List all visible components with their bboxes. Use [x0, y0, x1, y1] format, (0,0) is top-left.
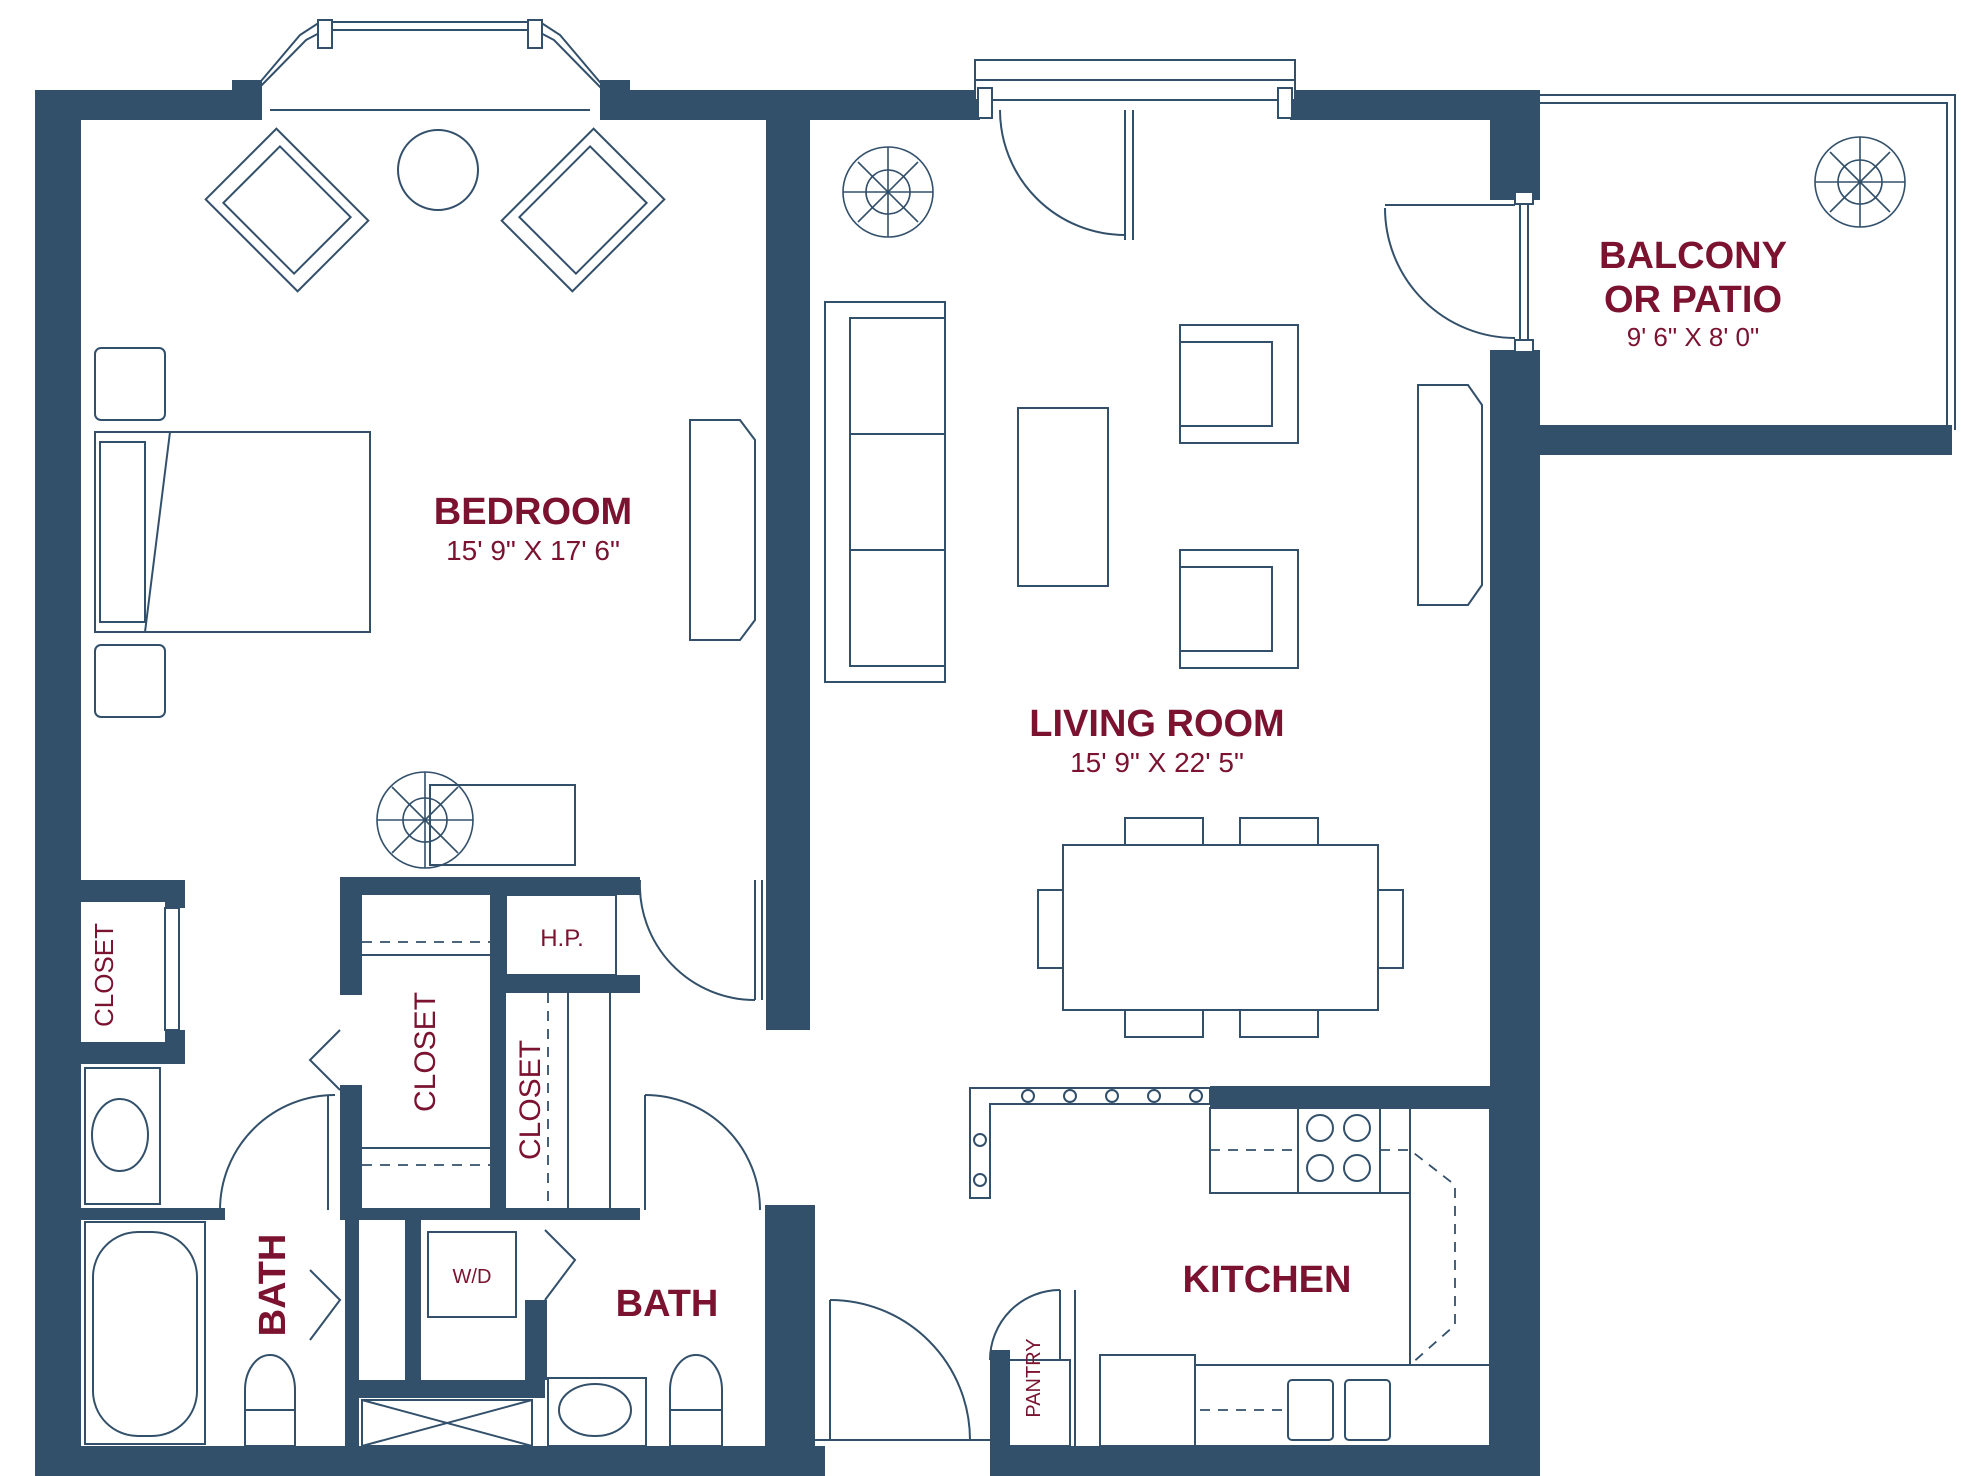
bedroom-name: BEDROOM [434, 491, 632, 533]
hp-label: H.P. [540, 925, 584, 952]
sink-icon [1287, 1379, 1391, 1441]
walls [35, 80, 1952, 1476]
window-bay-icon [244, 19, 616, 111]
sink-icon [547, 1377, 647, 1447]
living-room-dims: 15' 9" X 22' 5" [1070, 747, 1244, 778]
closet-center-label: CLOSET [409, 992, 442, 1112]
plant-icon [376, 136, 1906, 869]
balcony-name-line2: OR PATIO [1604, 279, 1782, 321]
bedroom-dims: 15' 9" X 17' 6" [446, 535, 620, 566]
tv-console-icon [1417, 384, 1483, 606]
shower-icon [361, 1399, 533, 1447]
balcony-name-line1: BALCONY [1599, 235, 1787, 277]
right-bath-fixtures [361, 1231, 723, 1447]
kitchen-name: KITCHEN [1183, 1259, 1352, 1301]
door-swing-icon [219, 109, 1516, 1441]
closet-fixtures [164, 894, 617, 1208]
sink-icon [84, 1067, 161, 1205]
pantry-label: PANTRY [1023, 1338, 1045, 1417]
balcony-outline [1514, 94, 1956, 430]
side-table-icon [397, 129, 479, 211]
bathtub-icon [84, 1221, 206, 1445]
bath-right-name: BATH [616, 1283, 719, 1325]
dining-table-icon [1037, 817, 1404, 1038]
dresser-icon [689, 419, 756, 641]
washer-dryer-icon [427, 1231, 517, 1318]
stove-icon [1297, 1107, 1381, 1194]
closet-right-label: CLOSET [514, 1040, 547, 1160]
bed-icon [94, 347, 371, 718]
armchair-icon [500, 127, 666, 293]
armchair-icon [1179, 549, 1299, 669]
bench-icon [429, 784, 576, 866]
kitchen-fixtures [969, 1087, 1491, 1449]
toilet-icon [244, 1354, 296, 1447]
armchair-icon [1179, 324, 1299, 444]
wd-label: W/D [453, 1266, 492, 1288]
room-labels: BEDROOM 15' 9" X 17' 6" LIVING ROOM 15' … [89, 235, 1787, 1418]
bedroom-furniture [94, 127, 756, 866]
closet-left-label: CLOSET [89, 923, 119, 1027]
toilet-icon [669, 1354, 723, 1447]
left-bath-fixtures [84, 1067, 296, 1447]
bath-left-name: BATH [252, 1234, 294, 1337]
window-top-living [974, 59, 1296, 119]
sofa-icon [824, 301, 946, 683]
armchair-icon [204, 127, 370, 293]
living-room-name: LIVING ROOM [1029, 703, 1284, 745]
balcony-dims: 9' 6" X 8' 0" [1627, 322, 1759, 352]
coffee-table-icon [1017, 407, 1109, 587]
